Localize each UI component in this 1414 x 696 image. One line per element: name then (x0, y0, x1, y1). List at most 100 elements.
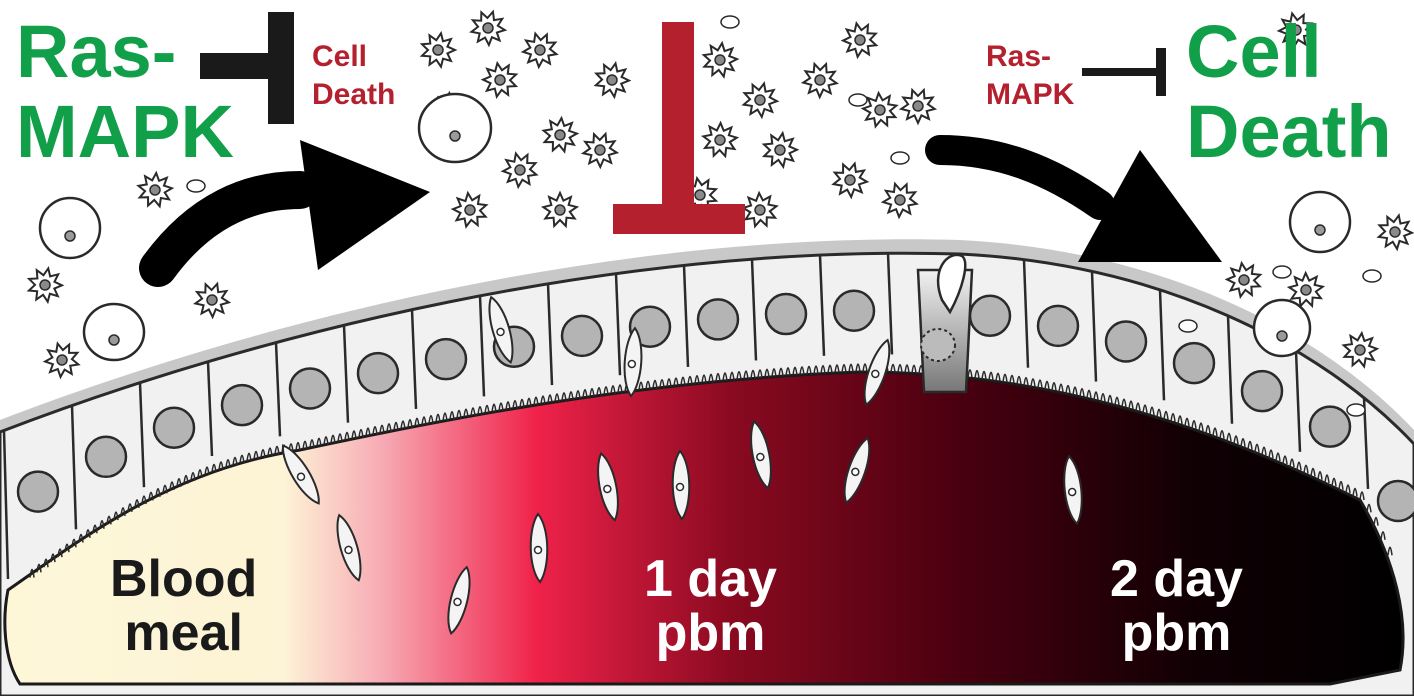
round-cells (38, 92, 1352, 362)
parasite-icon (671, 449, 691, 521)
apoptotic-cell-icon (741, 81, 780, 120)
parasite-icon (750, 419, 772, 490)
cell-nucleus (560, 314, 604, 358)
cell-nucleus (1036, 304, 1080, 348)
apoptotic-cell-icon (541, 115, 580, 154)
parasite-icon (281, 444, 320, 505)
cell-wall (750, 259, 758, 361)
apoptotic-cell-icon (26, 265, 65, 305)
cell-wall (138, 382, 146, 488)
vesicle-icon (1362, 269, 1382, 283)
curved-arrow-head-right (1078, 150, 1222, 262)
vesicle-icon (720, 15, 740, 29)
cell-wall (274, 342, 282, 437)
cell-wall (818, 255, 826, 356)
left-cell-death-label: Cell Death (312, 40, 396, 111)
cell-nucleus (84, 435, 128, 479)
round-cell-icon (82, 302, 146, 362)
round-cell-icon (1288, 190, 1352, 254)
round-cell-icon (1252, 298, 1312, 358)
stage-blood-meal-label: Blood meal (110, 550, 258, 662)
parasite-icon (529, 512, 549, 584)
apoptotic-cell-icon (469, 9, 508, 48)
parasite-icon (1063, 454, 1083, 526)
apoptotic-cell-icon (831, 161, 870, 200)
cell-wall (478, 295, 486, 397)
vesicle-icon (890, 151, 910, 165)
round-cell-nucleus (1314, 224, 1326, 236)
apoptotic-cell-icon (880, 181, 919, 220)
round-cell-nucleus (64, 230, 76, 242)
cell-nucleus (1172, 341, 1216, 385)
cell-nucleus (424, 337, 468, 381)
apoptotic-cell-icon (520, 31, 559, 70)
cell-wall (1022, 259, 1030, 368)
apoptotic-cell-icon (1224, 260, 1263, 299)
apoptotic-cell-icon (419, 30, 458, 70)
vesicle-icon (1178, 319, 1198, 333)
apoptotic-cell-icon (480, 60, 519, 100)
vesicle-icon (1272, 265, 1292, 279)
parasite-icon (447, 565, 471, 635)
cell-wall (1090, 271, 1098, 382)
apoptotic-cell-icon (580, 131, 620, 170)
apoptotic-cell-icon (740, 190, 779, 229)
apoptotic-cell-icon (701, 40, 740, 79)
apoptotic-cell-icon (1276, 11, 1315, 50)
apoptotic-cell-icon (540, 190, 580, 229)
round-cell-nucleus (1276, 330, 1288, 342)
parasite-icon (488, 295, 514, 364)
cell-nucleus (152, 406, 196, 449)
vesicle-icon (186, 179, 206, 193)
stage-1day-label: 1 day pbm (644, 550, 777, 662)
cell-wall (410, 309, 418, 410)
stage-2day-label: 2 day pbm (1110, 550, 1243, 662)
apoptotic-cell-icon (42, 341, 81, 380)
curved-arrow-icon (925, 135, 1115, 220)
cell-nucleus (1376, 479, 1414, 523)
parasite-icon (843, 436, 871, 505)
parasite-icon (597, 451, 619, 522)
cell-nucleus (356, 351, 400, 395)
inhibition-bar-icon (613, 22, 745, 234)
cell-nucleus (220, 383, 264, 427)
right-cell-death-label: Cell Death (1186, 10, 1392, 173)
apoptotic-cells (26, 9, 1414, 417)
cell-nucleus (288, 367, 332, 410)
apoptotic-cell-icon (500, 151, 539, 190)
invaded-cell (916, 253, 974, 394)
curved-arrow-icon (139, 171, 319, 287)
parasite-icon (623, 326, 643, 398)
round-cell-icon (38, 196, 102, 260)
parasites (281, 295, 1083, 635)
curved-arrow-head-left (300, 140, 430, 270)
cell-nucleus (764, 292, 808, 336)
cell-nucleus (1308, 405, 1352, 448)
apoptotic-cell-icon (700, 120, 740, 159)
cell-nucleus (1104, 320, 1148, 363)
cell-nucleus (832, 289, 876, 332)
vesicle-icon (848, 93, 868, 107)
cell-wall (886, 253, 894, 355)
parasite-icon (863, 338, 891, 407)
right-pathway-label: Ras- MAPK (986, 40, 1075, 111)
cell-wall (614, 273, 622, 376)
apoptotic-cell-icon (193, 281, 232, 320)
apoptotic-cell-icon (1376, 213, 1414, 252)
inhibition-bar-icon (1082, 48, 1166, 96)
apoptotic-cell-icon (840, 21, 879, 60)
vesicle-icon (1346, 403, 1366, 417)
apoptotic-cell-icon (800, 61, 840, 100)
cell-wall (1294, 350, 1302, 452)
cell-wall (1158, 289, 1166, 401)
cell-wall (342, 325, 350, 423)
cell-wall (2, 430, 10, 580)
apoptotic-cell-icon (1341, 330, 1380, 369)
apoptotic-cell-icon (761, 130, 800, 170)
cell-nucleus (1240, 369, 1284, 413)
inhibition-bar-icon (200, 12, 294, 124)
cell-wall (206, 361, 214, 457)
cell-wall (1226, 315, 1234, 424)
